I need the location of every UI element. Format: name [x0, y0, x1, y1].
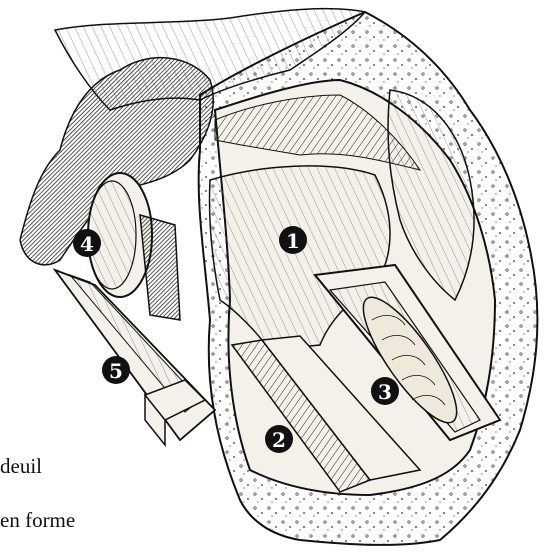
marker-4: 4: [73, 229, 101, 257]
svg-text:5: 5: [109, 359, 123, 383]
marker-1: 1: [279, 226, 307, 254]
marker-2: 2: [265, 425, 293, 453]
svg-text:4: 4: [80, 232, 94, 256]
svg-text:2: 2: [272, 428, 286, 452]
tomb-doorway: [140, 215, 180, 320]
caption-line-2: en forme: [0, 510, 75, 531]
marker-5: 5: [102, 356, 130, 384]
marker-3: 3: [371, 377, 399, 405]
svg-text:3: 3: [378, 380, 392, 404]
caption-line-1: deuil: [0, 456, 42, 477]
svg-text:1: 1: [286, 229, 300, 253]
entrance-groove: [55, 270, 215, 440]
